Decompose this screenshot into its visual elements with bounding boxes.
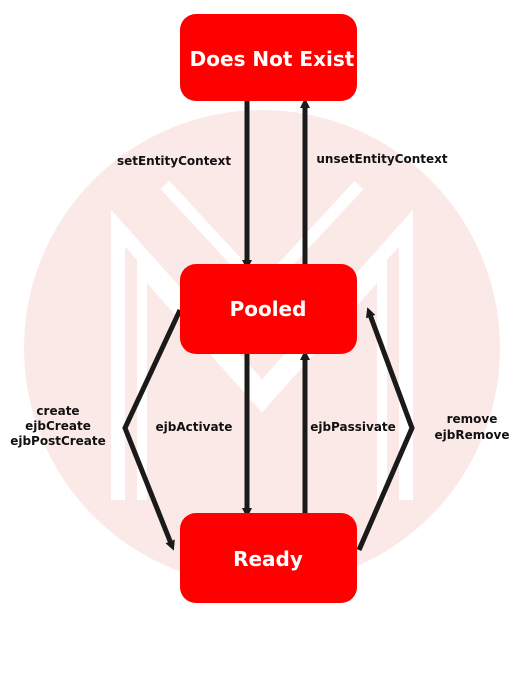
label-ejb-activate: ejbActivate: [156, 420, 233, 434]
label-remove: remove: [447, 412, 498, 426]
state-label-ready: Ready: [233, 547, 303, 571]
state-box-pooled: [180, 264, 357, 354]
state-does-not-exist: Does Not Exist: [180, 14, 357, 101]
state-label-does-not-exist: Does Not Exist: [190, 47, 355, 71]
label-create: create: [36, 404, 79, 418]
state-box-ready: [180, 513, 357, 603]
label-ejb-remove: ejbRemove: [435, 428, 510, 442]
state-label-pooled: Pooled: [230, 297, 307, 321]
label-ejb-passivate: ejbPassivate: [310, 420, 396, 434]
label-ejb-post-create: ejbPostCreate: [10, 434, 106, 448]
label-ejb-create: ejbCreate: [25, 419, 91, 433]
state-box-does-not-exist: [180, 14, 357, 101]
arrow-create: [122, 308, 183, 551]
arrow-remove: [356, 307, 415, 551]
state-pooled: Pooled: [180, 264, 357, 354]
label-create-group: create ejbCreate ejbPostCreate: [10, 404, 106, 448]
watermark-m-outer: [111, 209, 413, 500]
label-remove-group: remove ejbRemove: [435, 412, 510, 442]
label-set-entity-context: setEntityContext: [117, 154, 231, 168]
label-unset-entity-context: unsetEntityContext: [316, 152, 447, 166]
state-ready: Ready: [180, 513, 357, 603]
